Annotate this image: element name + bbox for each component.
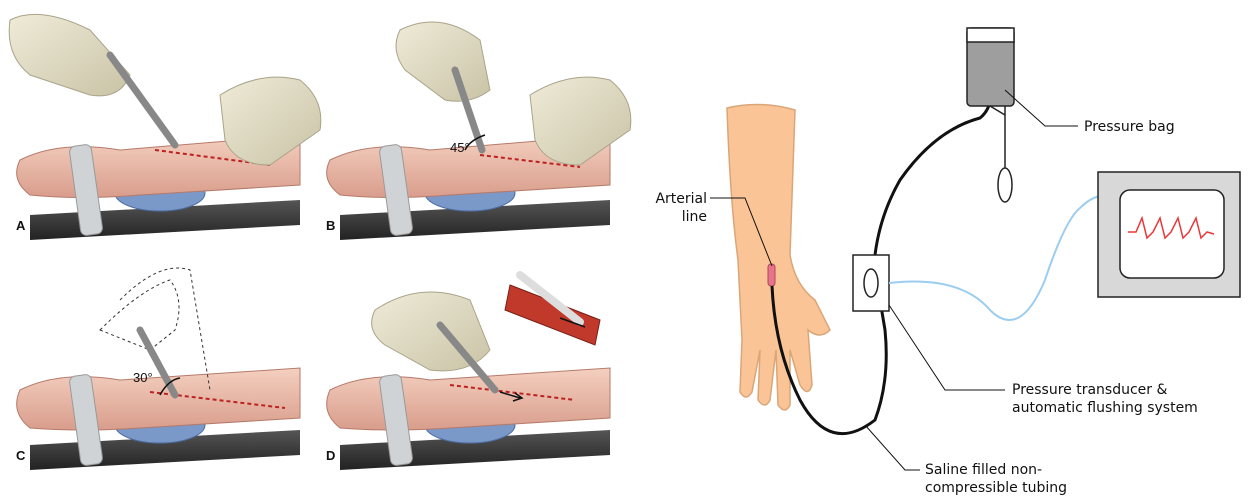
label-transducer: Pressure transducer & automatic flushing… — [1012, 381, 1198, 417]
saline-tubing — [875, 95, 991, 255]
glove-hand — [530, 77, 631, 165]
callout-line-bag — [1005, 90, 1078, 126]
label-pressure-bag: Pressure bag — [1084, 118, 1175, 136]
arm — [727, 104, 830, 410]
syringe — [110, 55, 175, 145]
transducer-dome — [864, 269, 878, 297]
panel-a — [9, 14, 321, 240]
vessel-inset — [505, 285, 600, 345]
forearm — [17, 368, 300, 430]
hand-motion-outline — [100, 280, 179, 350]
angle-label-45: 45° — [450, 140, 470, 155]
label-transducer-1: Pressure transducer & — [1012, 381, 1198, 399]
glove-hand — [220, 77, 321, 165]
monitor-cable — [889, 196, 1100, 320]
panel-label-b: B — [326, 218, 335, 233]
label-arterial-line: Arterial line — [645, 190, 707, 226]
panel-d — [327, 275, 610, 470]
label-transducer-2: automatic flushing system — [1012, 399, 1198, 417]
label-arterial-line-1: Arterial — [645, 190, 707, 208]
bag-connector — [990, 106, 1005, 115]
label-tubing-1: Saline filled non- — [925, 461, 1067, 479]
forearm — [327, 368, 610, 430]
label-tubing-2: compressible tubing — [925, 479, 1067, 497]
panel-label-a: A — [16, 218, 25, 233]
panel-label-c: C — [16, 448, 25, 463]
pressure-bag-top — [967, 28, 1014, 42]
angle-label-30: 30° — [133, 370, 153, 385]
label-arterial-line-2: line — [645, 208, 707, 226]
label-tubing: Saline filled non- compressible tubing — [925, 461, 1067, 497]
panel-c — [17, 268, 300, 470]
callout-line-tubing — [865, 425, 920, 470]
monitor-screen — [1120, 190, 1224, 278]
arterial-cannula — [768, 264, 775, 286]
panel-label-d: D — [326, 448, 335, 463]
callout-line-transducer — [889, 305, 1005, 390]
glove-hand — [396, 22, 490, 101]
inflation-bulb — [998, 168, 1012, 202]
panel-b — [327, 22, 631, 240]
